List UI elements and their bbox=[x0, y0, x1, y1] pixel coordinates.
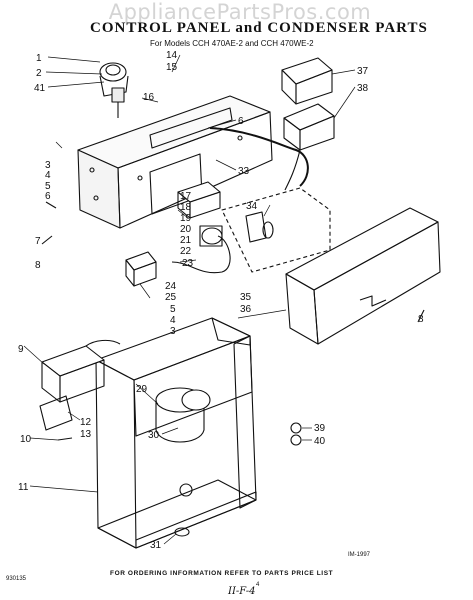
diagram-code: IM-1997 bbox=[348, 552, 371, 558]
callout-label: 4 bbox=[170, 315, 176, 326]
callout-label: 22 bbox=[180, 246, 192, 257]
callout-label: 41 bbox=[34, 83, 46, 94]
callout-label: 25 bbox=[165, 292, 177, 303]
model-subtitle: For Models CCH 470AE-2 and CCH 470WE-2 bbox=[150, 39, 314, 48]
callout-label: 36 bbox=[240, 304, 252, 315]
handwritten-note: II-F-4 bbox=[228, 586, 256, 597]
callout-labels: 1 2 41 14 15 16 37 38 6 3 4 5 6 33 17 18… bbox=[18, 50, 424, 551]
callout-label: 20 bbox=[180, 224, 192, 235]
rocker-switch bbox=[125, 251, 157, 287]
callout-label: 35 bbox=[240, 292, 252, 303]
callout-label: 12 bbox=[80, 417, 92, 428]
page-title: CONTROL PANEL and CONDENSER PARTS bbox=[90, 20, 428, 36]
page-number: 4 bbox=[256, 582, 260, 588]
callout-label: 19 bbox=[180, 213, 192, 224]
switch-assembly bbox=[99, 62, 129, 118]
capacitor bbox=[245, 211, 274, 243]
watermark: AppliancePartsPros.com bbox=[108, 0, 372, 24]
control-panel-bracket bbox=[77, 95, 273, 229]
thermostat-unit bbox=[281, 57, 335, 151]
callout-label: 13 bbox=[80, 429, 92, 440]
callout-label: 33 bbox=[238, 166, 250, 177]
callout-label: 34 bbox=[246, 201, 258, 212]
callout-label: 5 bbox=[45, 181, 51, 192]
callout-label: 3 bbox=[170, 326, 176, 337]
callout-label: 21 bbox=[180, 235, 192, 246]
callout-label: 23 bbox=[182, 258, 194, 269]
callout-label: 7 bbox=[35, 236, 41, 247]
callout-label: 39 bbox=[314, 423, 326, 434]
condenser-unit bbox=[41, 339, 121, 403]
callout-label: 16 bbox=[143, 92, 155, 103]
callout-label: 14 bbox=[166, 50, 178, 61]
side-cover bbox=[285, 207, 441, 345]
footer-note: FOR ORDERING INFORMATION REFER TO PARTS … bbox=[110, 570, 334, 577]
callout-label: 6 bbox=[238, 116, 244, 127]
callout-label: 10 bbox=[20, 434, 32, 445]
callout-label: 1 bbox=[36, 53, 42, 64]
page-ref: 930135 bbox=[6, 576, 27, 582]
callout-label: 6 bbox=[45, 191, 51, 202]
callout-label: 9 bbox=[18, 344, 24, 355]
callout-label: 30 bbox=[148, 430, 160, 441]
callout-label: 8 bbox=[418, 314, 424, 325]
callout-label: 38 bbox=[357, 83, 369, 94]
callout-label: 15 bbox=[166, 62, 178, 73]
callout-label: 18 bbox=[180, 202, 192, 213]
callout-label: 24 bbox=[165, 281, 177, 292]
screws bbox=[41, 201, 425, 537]
callout-label: 5 bbox=[170, 304, 176, 315]
callout-label: 8 bbox=[35, 260, 41, 271]
callout-label: 31 bbox=[150, 540, 162, 551]
callout-label: 11 bbox=[18, 482, 29, 493]
callout-label: 17 bbox=[180, 191, 192, 202]
callout-label: 3 bbox=[45, 160, 51, 171]
relay-component bbox=[177, 181, 223, 247]
callout-label: 4 bbox=[45, 170, 51, 181]
callout-label: 2 bbox=[36, 68, 42, 79]
callout-label: 29 bbox=[136, 384, 148, 395]
base-frame bbox=[95, 317, 257, 549]
callout-label: 40 bbox=[314, 436, 326, 447]
compressor bbox=[155, 387, 211, 443]
callout-label: 37 bbox=[357, 66, 369, 77]
